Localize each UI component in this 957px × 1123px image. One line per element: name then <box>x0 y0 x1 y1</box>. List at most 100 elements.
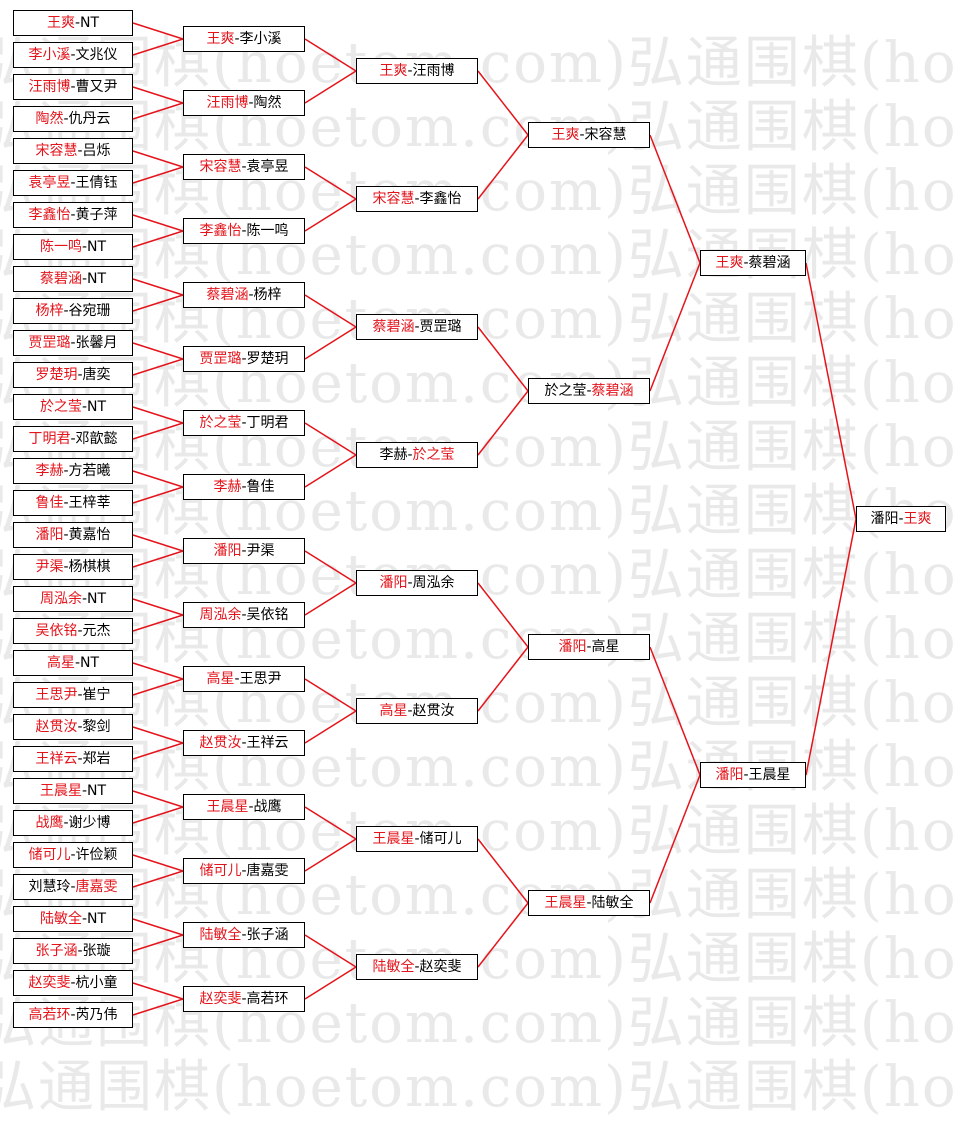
match-box: 储可儿-唐嘉雯 <box>183 858 305 884</box>
separator: - <box>414 959 420 975</box>
match-box: 王祥云-郑岩 <box>13 746 133 772</box>
separator: - <box>81 591 88 607</box>
match-box: 陆敏全-赵奕斐 <box>356 954 478 980</box>
player-name: 郑岩 <box>82 751 111 767</box>
player-name: 潘阳 <box>213 543 242 559</box>
connector-line <box>132 534 184 552</box>
player-name: 王晨星 <box>39 783 82 799</box>
player-name: 战鹰 <box>253 799 282 815</box>
connector-line <box>304 166 357 200</box>
separator: - <box>743 767 749 783</box>
player-name: 张子涵 <box>35 943 78 959</box>
player-name: 蔡碧涵 <box>206 287 249 303</box>
player-name: 赵贯汝 <box>35 719 78 735</box>
player-name: 储可儿 <box>28 847 71 863</box>
match-box: 陶然-仇丹云 <box>13 106 133 132</box>
connector-line <box>805 518 857 776</box>
connector-line <box>132 550 184 568</box>
separator: - <box>63 463 69 479</box>
player-name: 王爽 <box>551 127 580 143</box>
match-box: 王晨星-战鹰 <box>183 794 305 820</box>
player-name: 许俭颖 <box>75 847 118 863</box>
player-name: 陆敏全 <box>372 959 415 975</box>
player-name: 王祥云 <box>35 751 78 767</box>
connector-line <box>132 230 184 248</box>
player-name: 蔡碧涵 <box>372 319 415 335</box>
player-name: 高若环 <box>246 991 289 1007</box>
separator: - <box>407 447 413 463</box>
connector-line <box>132 294 184 312</box>
player-name: 张璇 <box>82 943 111 959</box>
player-name: 陶然 <box>35 111 64 127</box>
match-box: 赵贯汝-王祥云 <box>183 730 305 756</box>
player-name: 陈一鸣 <box>39 239 82 255</box>
separator: - <box>70 335 76 351</box>
connector-line <box>477 902 529 968</box>
separator: - <box>241 927 247 943</box>
player-name: 储可儿 <box>199 863 242 879</box>
connector-line <box>477 134 529 200</box>
connector-line <box>132 102 184 120</box>
player-name: 高若环 <box>28 1007 71 1023</box>
connector-line <box>132 166 184 184</box>
player-name: 於之莹 <box>412 447 455 463</box>
connector-line <box>132 790 184 808</box>
final-match-box: 潘阳-王爽 <box>856 506 946 532</box>
player-name: 曹又尹 <box>75 79 118 95</box>
match-box: 王晨星-陆敏全 <box>528 890 650 916</box>
connector-line <box>132 278 184 296</box>
connector-line <box>304 550 357 584</box>
player-name: 於之莹 <box>39 399 82 415</box>
separator: - <box>407 575 413 591</box>
match-box: 周泓余-NT <box>13 586 133 612</box>
match-box: 刘慧玲-唐嘉雯 <box>13 874 133 900</box>
player-name: 高星 <box>591 639 620 655</box>
player-name: 宋容慧 <box>35 143 78 159</box>
separator: - <box>70 47 76 63</box>
match-box: 鲁佳-王梓莘 <box>13 490 133 516</box>
player-name: 王爽 <box>715 255 744 271</box>
separator: - <box>414 831 420 847</box>
connector-line <box>649 262 701 392</box>
player-name: 王爽 <box>46 15 75 31</box>
player-name: 袁亭昱 <box>28 175 71 191</box>
connector-line <box>132 598 184 616</box>
match-box: 高星-NT <box>13 650 133 676</box>
match-box: 高星-王思尹 <box>183 666 305 692</box>
separator: - <box>77 143 83 159</box>
separator: - <box>70 847 76 863</box>
separator: - <box>77 367 83 383</box>
player-name: 崔宁 <box>82 687 111 703</box>
player-name: 王晨星 <box>372 831 415 847</box>
player-name: 陆敏全 <box>39 911 82 927</box>
player-name: NT <box>87 911 107 927</box>
separator: - <box>74 15 81 31</box>
connector-line <box>649 774 701 904</box>
connector-line <box>132 854 184 872</box>
separator: - <box>414 319 420 335</box>
match-box: 潘阳-高星 <box>528 634 650 660</box>
player-name: 蔡碧涵 <box>591 383 634 399</box>
player-name: 蔡碧涵 <box>748 255 791 271</box>
match-box: 王爽-蔡碧涵 <box>700 250 806 276</box>
player-name: 王思尹 <box>239 671 282 687</box>
separator: - <box>241 991 247 1007</box>
player-name: 储可儿 <box>419 831 462 847</box>
player-name: 鲁佳 <box>246 479 275 495</box>
separator: - <box>77 687 83 703</box>
player-name: 赵奕斐 <box>28 975 71 991</box>
match-box: 罗楚玥-唐奕 <box>13 362 133 388</box>
connector-line <box>132 982 184 1000</box>
separator: - <box>70 175 76 191</box>
player-name: 文兆仪 <box>75 47 118 63</box>
match-box: 张子涵-张璇 <box>13 938 133 964</box>
connector-line <box>649 646 701 776</box>
player-name: NT <box>87 239 107 255</box>
connector-line <box>304 582 357 616</box>
match-box: 储可儿-许俭颖 <box>13 842 133 868</box>
player-name: NT <box>87 591 107 607</box>
player-name: 丁明君 <box>246 415 289 431</box>
separator: - <box>63 111 69 127</box>
player-name: 汪雨博 <box>206 95 249 111</box>
connector-line <box>304 422 357 456</box>
